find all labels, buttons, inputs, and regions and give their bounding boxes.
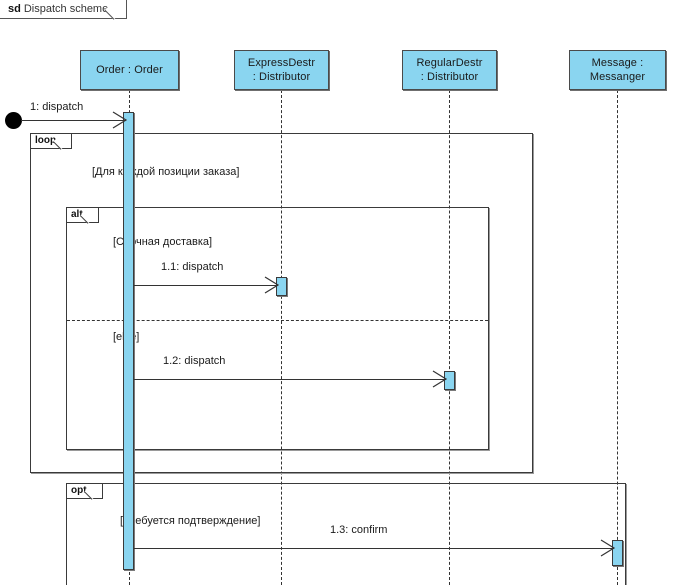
fragment-alt-operand-divider [67, 320, 488, 321]
diagram-kind-keyword: sd [8, 3, 21, 15]
message-12-label: 1.2: dispatch [163, 355, 226, 367]
fragment-opt-label-clip: opt [67, 484, 115, 502]
fragment-loop-guard: [Для каждой позиции заказа] [92, 166, 240, 178]
fragment-loop-label-clip: loop [31, 134, 87, 152]
lifeline-head-regular[interactable]: RegularDestr : Distributor [402, 50, 497, 90]
lifeline-head-express-line2: : Distributor [252, 71, 311, 83]
lifeline-head-express-line1: ExpressDestr [247, 57, 316, 69]
message-11-line[interactable] [134, 285, 278, 286]
fragment-opt[interactable]: opt [66, 483, 626, 585]
lifeline-regular [449, 90, 450, 585]
lifeline-head-order[interactable]: Order : Order [80, 50, 179, 90]
start-node-icon [5, 112, 22, 129]
fragment-loop[interactable]: loop [30, 133, 533, 473]
fragment-opt-operator: opt [67, 484, 103, 499]
fragment-opt-guard: [Требуется подтверждение] [120, 515, 261, 527]
fragment-alt-operator: alt [67, 208, 99, 223]
lifeline-head-messanger-line2: Messanger [589, 71, 646, 83]
message-1-label: 1: dispatch [30, 101, 84, 113]
lifeline-express [281, 90, 282, 585]
lifeline-head-messanger[interactable]: Message : Messanger [569, 50, 666, 90]
lifeline-head-regular-line2: : Distributor [420, 71, 479, 83]
fragment-alt-guard-urgent: [Срочная доставка] [113, 236, 213, 248]
message-12-line[interactable] [134, 379, 446, 380]
lifeline-head-express[interactable]: ExpressDestr : Distributor [234, 50, 329, 90]
activation-messanger[interactable] [612, 540, 623, 566]
diagram-title: Dispatch scheme [23, 3, 109, 15]
fragment-loop-operator: loop [31, 134, 73, 149]
fragment-alt-label-clip: alt [67, 208, 113, 226]
message-11-label: 1.1: dispatch [161, 261, 224, 273]
message-13-label: 1.3: confirm [330, 524, 388, 536]
activation-order[interactable] [123, 112, 134, 570]
lifeline-head-regular-line1: RegularDestr [416, 57, 483, 69]
message-1-line[interactable] [21, 120, 126, 121]
lifeline-head-order-line1: Order : Order [96, 64, 163, 76]
fragment-alt[interactable]: alt [66, 207, 489, 450]
lifeline-head-messanger-line1: Message : [591, 57, 644, 69]
message-13-line[interactable] [134, 548, 614, 549]
lifeline-messanger [617, 90, 618, 585]
